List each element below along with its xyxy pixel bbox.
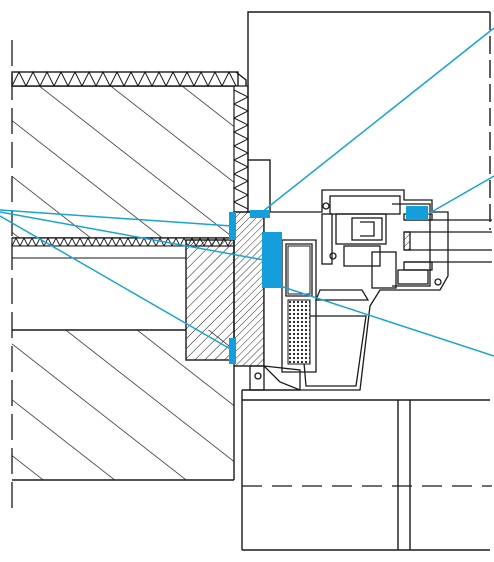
- vertical-render-layer: [232, 85, 250, 213]
- frame-chamber: [287, 245, 311, 295]
- seal-tape-reveal: [250, 210, 270, 218]
- leader-reveal-seal: [261, 27, 494, 213]
- seal-tape-frame: [262, 232, 282, 288]
- reveal-block: [247, 159, 271, 213]
- interior-sill-floor: [241, 389, 490, 551]
- leader-seal-upper: [0, 209, 233, 227]
- fine-hatched-block: [233, 211, 265, 367]
- upper-masonry-wall: [12, 85, 234, 239]
- seal-tape-upper: [229, 212, 236, 240]
- leader-seal-frame: [0, 211, 265, 261]
- top-cladding-strip: [11, 70, 247, 88]
- interior-wall-outline: [247, 11, 491, 230]
- leader-inner-seal: [279, 285, 494, 357]
- seal-tape-glazing: [406, 206, 428, 220]
- air-gap: [11, 245, 187, 259]
- seal-tape-lower: [229, 338, 236, 364]
- lower-masonry-wall: [12, 329, 235, 481]
- frame-insulation-core: [287, 299, 311, 365]
- leader-glazing-seal: [427, 175, 494, 215]
- leader-lines: [0, 27, 494, 357]
- leader-seal-lower: [0, 215, 233, 351]
- sealing-tapes: [229, 206, 428, 364]
